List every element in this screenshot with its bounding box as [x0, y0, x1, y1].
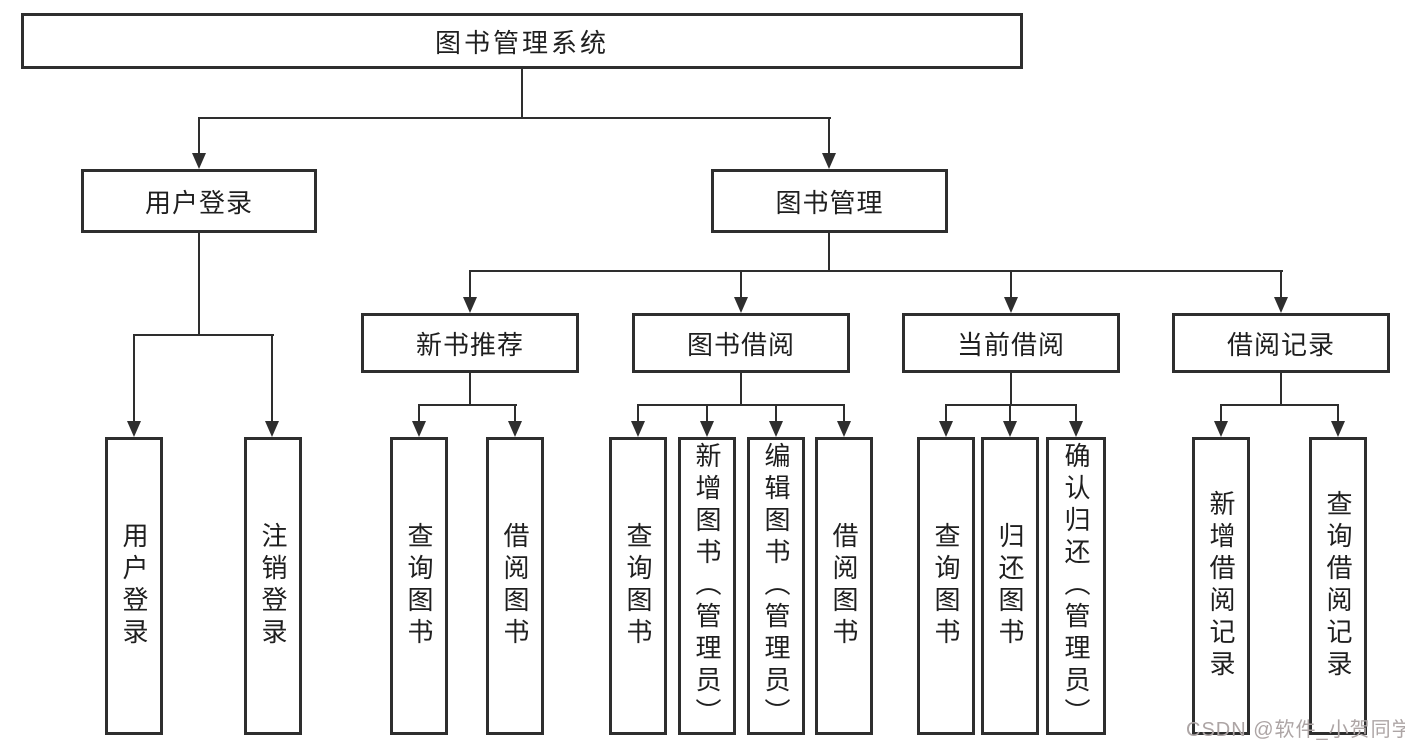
connector-line [740, 373, 742, 406]
node-book-borrow-label: 图书借阅 [686, 329, 795, 360]
connector-line [1220, 404, 1222, 421]
node-root: 图书管理系统 [21, 13, 1023, 69]
arrow-down-icon [734, 297, 748, 313]
node-book-management: 图书管理 [711, 169, 948, 233]
arrow-down-icon [837, 421, 851, 437]
arrow-down-icon [463, 297, 477, 313]
leaf-borrow-books-recommend: 借阅图书 [486, 437, 544, 735]
arrow-down-icon [1274, 297, 1288, 313]
arrow-down-icon [192, 153, 206, 169]
leaf-user-login-label: 用户登录 [119, 522, 149, 650]
arrow-down-icon [1003, 421, 1017, 437]
connector-line [706, 404, 708, 421]
connector-line [271, 334, 273, 421]
leaf-query-books-current-label: 查询图书 [931, 522, 961, 650]
connector-line [637, 404, 845, 406]
leaf-user-login: 用户登录 [105, 437, 163, 735]
leaf-add-book-admin-label: 新增图书（管理员） [692, 442, 722, 730]
connector-line [469, 270, 1283, 272]
connector-line [828, 233, 830, 272]
node-root-label: 图书管理系统 [434, 27, 609, 58]
leaf-return-book: 归还图书 [981, 437, 1039, 735]
connector-line [469, 373, 471, 406]
arrow-down-icon [769, 421, 783, 437]
node-new-book-recommend-label: 新书推荐 [415, 329, 524, 360]
connector-line [198, 117, 831, 119]
leaf-query-books-recommend-label: 查询图书 [404, 522, 434, 650]
arrow-down-icon [508, 421, 522, 437]
leaf-query-books-current: 查询图书 [917, 437, 975, 735]
connector-line [843, 404, 845, 421]
connector-line [1075, 404, 1077, 421]
leaf-logout-label: 注销登录 [258, 522, 288, 650]
connector-line [945, 404, 947, 421]
arrow-down-icon [412, 421, 426, 437]
arrow-down-icon [1069, 421, 1083, 437]
leaf-borrow-books-label: 借阅图书 [829, 522, 859, 650]
arrow-down-icon [631, 421, 645, 437]
connector-line [521, 69, 523, 117]
arrow-down-icon [1214, 421, 1228, 437]
leaf-logout: 注销登录 [244, 437, 302, 735]
node-borrow-records-label: 借阅记录 [1226, 329, 1335, 360]
leaf-borrow-books: 借阅图书 [815, 437, 873, 735]
leaf-query-books-borrow: 查询图书 [609, 437, 667, 735]
node-current-borrow-label: 当前借阅 [956, 329, 1065, 360]
connector-line [637, 404, 639, 421]
connector-line [1280, 270, 1282, 297]
connector-line [1337, 404, 1339, 421]
leaf-edit-book-admin-label: 编辑图书（管理员） [761, 442, 791, 730]
node-user-login: 用户登录 [81, 169, 317, 233]
connector-line [775, 404, 777, 421]
connector-line [198, 117, 200, 153]
connector-line [1220, 404, 1339, 406]
leaf-confirm-return-admin: 确认归还（管理员） [1046, 437, 1106, 735]
arrow-down-icon [265, 421, 279, 437]
connector-line [418, 404, 517, 406]
arrow-down-icon [1331, 421, 1345, 437]
connector-line [1009, 404, 1011, 421]
connector-line [133, 334, 274, 336]
leaf-query-borrow-record: 查询借阅记录 [1309, 437, 1367, 735]
node-user-login-label: 用户登录 [144, 187, 253, 218]
leaf-query-books-borrow-label: 查询图书 [623, 522, 653, 650]
connector-line [1280, 373, 1282, 406]
arrow-down-icon [1004, 297, 1018, 313]
leaf-confirm-return-admin-label: 确认归还（管理员） [1061, 442, 1091, 730]
arrow-down-icon [939, 421, 953, 437]
node-current-borrow: 当前借阅 [902, 313, 1120, 373]
leaf-query-borrow-record-label: 查询借阅记录 [1323, 490, 1353, 682]
node-borrow-records: 借阅记录 [1172, 313, 1390, 373]
node-book-management-label: 图书管理 [775, 187, 884, 218]
connector-line [1010, 373, 1012, 406]
connector-line [740, 270, 742, 297]
leaf-query-books-recommend: 查询图书 [390, 437, 448, 735]
leaf-borrow-books-recommend-label: 借阅图书 [500, 522, 530, 650]
leaf-add-book-admin: 新增图书（管理员） [678, 437, 736, 735]
arrow-down-icon [127, 421, 141, 437]
leaf-edit-book-admin: 编辑图书（管理员） [747, 437, 805, 735]
arrow-down-icon [700, 421, 714, 437]
connector-line [418, 404, 420, 421]
connector-line [469, 270, 471, 297]
csdn-watermark: CSDN @软件_小贺同学 [1186, 719, 1405, 741]
connector-line [198, 233, 200, 336]
connector-line [945, 404, 1077, 406]
leaf-add-borrow-record-label: 新增借阅记录 [1206, 490, 1236, 682]
leaf-add-borrow-record: 新增借阅记录 [1192, 437, 1250, 735]
connector-line [514, 404, 516, 421]
connector-line [133, 334, 135, 421]
connector-line [1010, 270, 1012, 297]
leaf-return-book-label: 归还图书 [995, 522, 1025, 650]
node-book-borrow: 图书借阅 [632, 313, 850, 373]
arrow-down-icon [822, 153, 836, 169]
node-new-book-recommend: 新书推荐 [361, 313, 579, 373]
connector-line [828, 117, 830, 153]
